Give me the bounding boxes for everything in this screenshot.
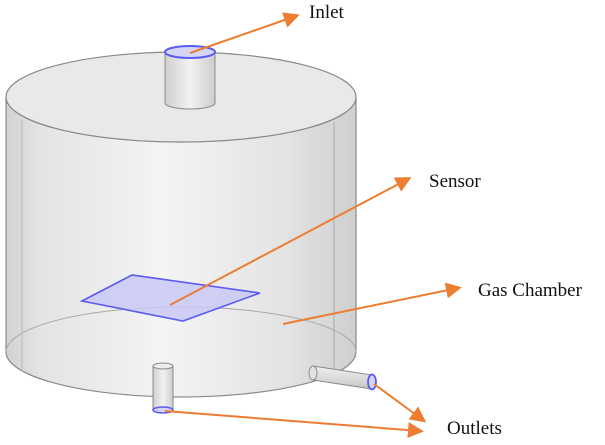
inlet-arrow [189, 12, 300, 54]
bottom-outlet-pipe [152, 362, 174, 414]
inlet-pipe [164, 45, 216, 110]
sensor-label: Sensor [429, 171, 481, 192]
sensor-arrow [169, 177, 412, 306]
outlets-label: Outlets [447, 418, 502, 439]
side-outlet-pipe [308, 365, 377, 391]
inlet-label: Inlet [309, 2, 344, 23]
gas-chamber-arrow [282, 282, 462, 325]
sensor-plate [79, 274, 261, 322]
outlets-arrow-bottom [164, 410, 424, 439]
gas-chamber-label: Gas Chamber [478, 280, 582, 301]
outlets-arrow-side [373, 383, 427, 423]
annotation-arrows [164, 12, 462, 439]
